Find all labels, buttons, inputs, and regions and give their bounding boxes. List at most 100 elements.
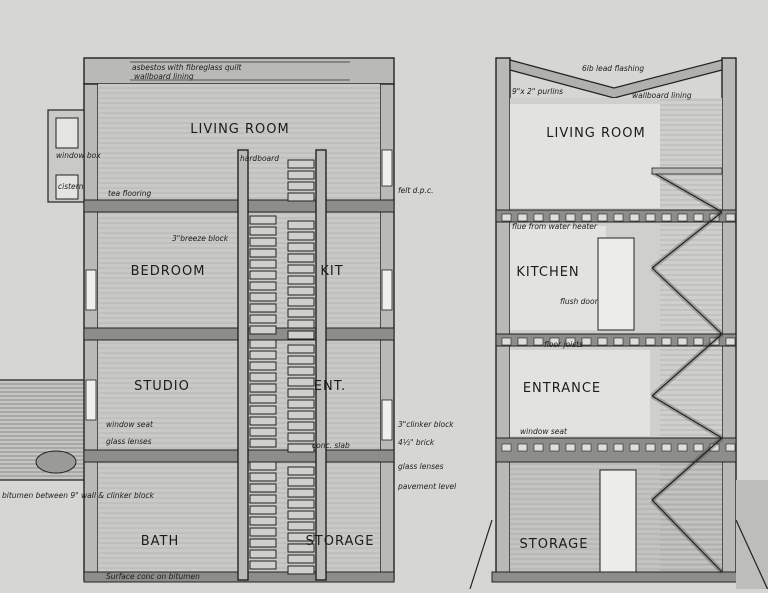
note-clinker-block: 3"clinker block [398,420,454,429]
note-tea-flooring: tea flooring [108,189,151,198]
stair-tread-right [287,170,315,180]
stone-icon [35,450,77,474]
left-kit-label: KIT [320,264,343,279]
right-storage-label: STORAGE [520,537,589,552]
stair-tread-left [249,350,277,360]
stair-tread-right [287,532,315,542]
stair-tread-right [287,565,315,575]
stair-tread-right [287,159,315,169]
stair-tread-left [249,237,277,247]
stair-landing [651,167,723,175]
right-section-right-wall [721,57,737,581]
note-glass-lenses-right: glass lenses [398,462,444,471]
stair-tread-right [287,377,315,387]
stair-tread-right [287,499,315,509]
stair-tread-right [287,554,315,564]
stair-tread-right [287,286,315,296]
right-section [469,57,768,591]
stair-flight-edge [651,211,723,269]
right-room-labels: LIVING ROOM KITCHEN ENTRANCE STORAGE [516,126,644,552]
stair-tread-left [249,339,277,349]
note-right-window-seat: window seat [520,427,568,436]
stair-flight-edge [651,267,723,335]
stair-tread-left [249,383,277,393]
left-bedroom-label: BEDROOM [131,264,206,279]
stair-tread-right [287,466,315,476]
stair-tread-right [287,319,315,329]
note-right-wallboard: wallboard lining [632,91,692,100]
stair-tread-right [287,543,315,553]
note-brick: 4½" brick [398,438,435,447]
right-kitchen-label: KITCHEN [516,265,579,280]
right-entrance-label: ENTRANCE [523,381,601,396]
note-pavement-level: pavement level [397,482,457,491]
note-surface-conc: Surface conc on bitumen [106,572,200,581]
note-conc-slab: conc. slab [312,441,350,450]
right-base-slab [491,571,741,583]
stair-tread-right [287,443,315,453]
cistern [55,174,79,200]
stair-tread-left [249,248,277,258]
right-annotations: 6lb lead flashing 9"x 2" purlins wallboa… [512,64,692,436]
stair-tread-right [287,521,315,531]
stair-tread-left [249,259,277,269]
stair-tread-right [287,477,315,487]
right-section-left-wall [495,57,511,581]
stair-tread-right [287,421,315,431]
stair-tread-right [287,344,315,354]
note-flush-door: flush door [560,297,599,306]
stair-tread-left [249,516,277,526]
stair-tread-left [249,281,277,291]
stair-tread-right [287,242,315,252]
stair-tread-left [249,361,277,371]
left-annotations: asbestos with fibreglass quilt wallboard… [2,63,457,581]
left-room-labels: LIVING ROOM BEDROOM KIT STUDIO ENT. BATH… [131,122,375,549]
stair-tread-left [249,270,277,280]
stair-flight-edge [651,437,723,501]
stair-flight-edge [651,499,723,573]
stair-tread-left [249,438,277,448]
left-studio-label: STUDIO [134,379,190,394]
stair-tread-left [249,303,277,313]
stair-tread-right [287,192,315,202]
left-bath-label: BATH [141,534,180,549]
stair-tread-left [249,405,277,415]
butterfly-roof [509,59,723,99]
stair-tread-right [287,488,315,498]
stair-tread-left [249,505,277,515]
stair-tread-left [249,314,277,324]
stair-tread-right [287,275,315,285]
stair-tread-left [249,372,277,382]
stair-tread-left [249,325,277,335]
note-floor-joists: floor joists [544,340,583,349]
stair-tread-right [287,253,315,263]
left-storage-label: STORAGE [306,534,375,549]
flush-door [597,237,635,331]
stair-tread-left [249,472,277,482]
note-lead-flashing: 6lb lead flashing [582,64,644,73]
note-cistern: cistern [58,182,84,191]
storage-door [599,469,637,573]
note-asbestos: asbestos with fibreglass quilt [132,63,243,72]
stair-tread-right [287,330,315,340]
stair-tread-left [249,461,277,471]
stair-tread-right [287,410,315,420]
stair-tread-left [249,494,277,504]
note-hardboard: hardboard [240,154,279,163]
note-wallboard: wallboard lining [134,72,194,81]
stair-tread-left [249,538,277,548]
stair-tread-left [249,549,277,559]
note-purlins: 9"x 2" purlins [512,87,563,96]
note-flue: flue from water heater [512,222,598,231]
note-bitumen: bitumen between 9" wall & clinker block [2,491,155,500]
stair-tread-right [287,432,315,442]
stair-tread-right [287,308,315,318]
stair-flight-edge [651,333,723,397]
stair-tread-right [287,297,315,307]
left-living-room-label: LIVING ROOM [190,122,289,137]
note-window-box: window box [56,151,101,160]
stair-flight-edge [651,395,723,439]
stair-tread-right [287,366,315,376]
